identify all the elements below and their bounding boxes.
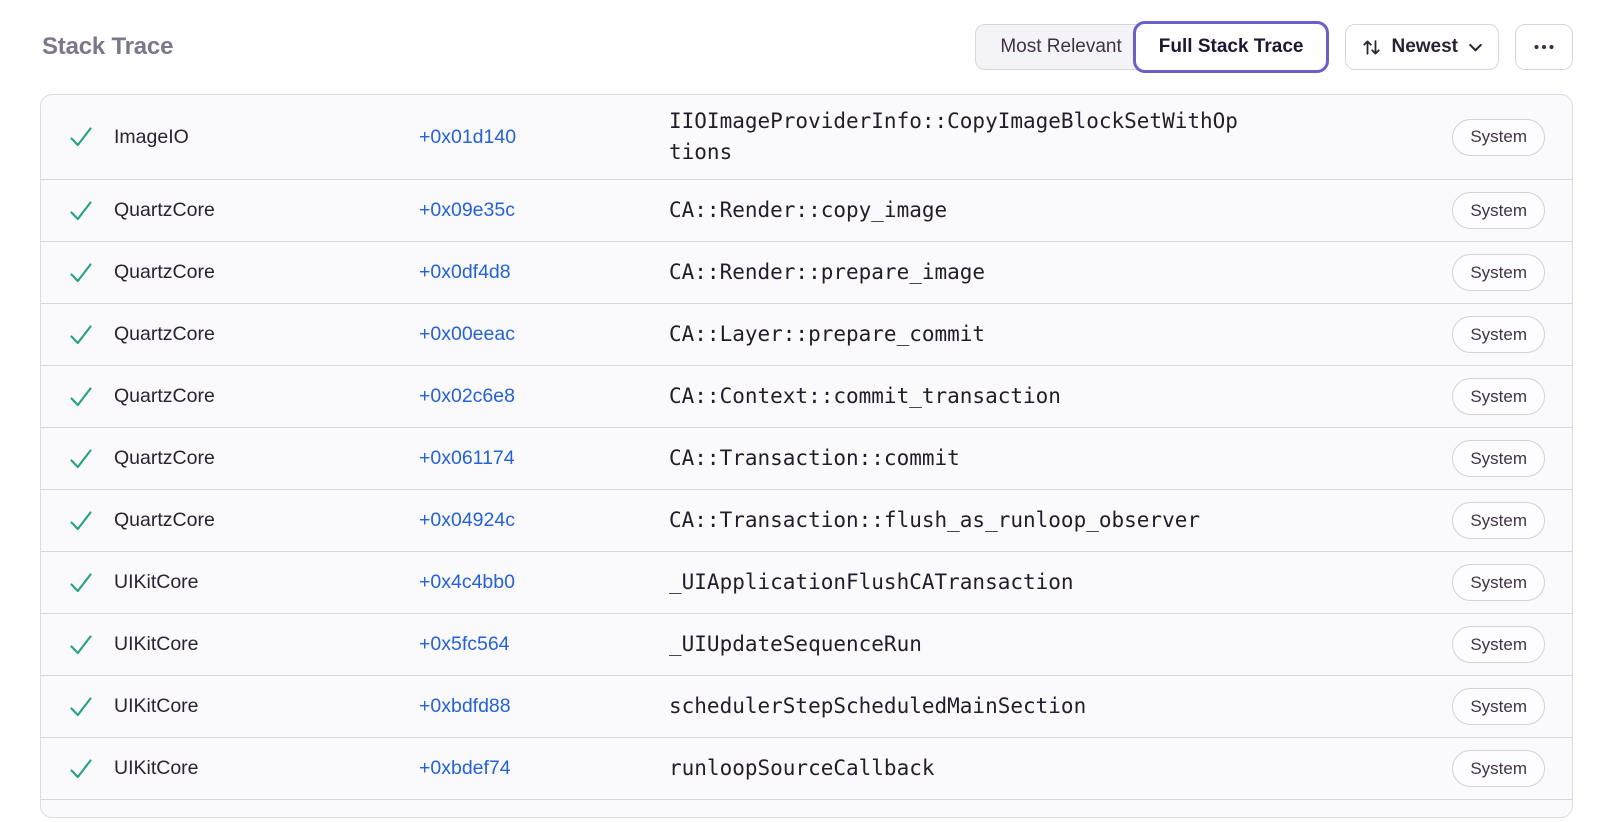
stack-frame-row[interactable]: QuartzCore +0x09e35c CA::Render::copy_im…: [41, 179, 1572, 241]
sort-label: Newest: [1391, 36, 1458, 57]
frame-address-link[interactable]: +0xbdef74: [419, 757, 511, 779]
stack-frame-row[interactable]: QuartzCore +0x061174 CA::Transaction::co…: [41, 427, 1572, 489]
frame-address-link[interactable]: +0x02c6e8: [419, 385, 515, 407]
frame-tag-badge: System: [1452, 688, 1545, 725]
frame-address-link[interactable]: +0x4c4bb0: [419, 571, 515, 593]
page-title: Stack Trace: [42, 33, 174, 60]
frame-module: UIKitCore: [114, 571, 199, 593]
partial-next-row: [41, 799, 1572, 817]
frame-tag-badge: System: [1452, 502, 1545, 539]
frame-rows: ImageIO +0x01d140 IIOImageProviderInfo::…: [41, 95, 1572, 799]
check-icon: [68, 124, 94, 150]
frame-tag-badge: System: [1452, 750, 1545, 787]
frame-tag-badge: System: [1452, 118, 1545, 156]
frame-function: CA::Transaction::commit: [669, 446, 960, 470]
check-icon: [68, 384, 94, 410]
frame-function: CA::Context::commit_transaction: [669, 384, 1061, 408]
frame-module: UIKitCore: [114, 695, 199, 717]
stack-frame-row[interactable]: UIKitCore +0x5fc564 _UIUpdateSequenceRun…: [41, 613, 1572, 675]
frame-module: QuartzCore: [114, 385, 215, 407]
frame-tag-badge: System: [1452, 440, 1545, 477]
stack-frame-row[interactable]: QuartzCore +0x02c6e8 CA::Context::commit…: [41, 365, 1572, 427]
frame-function: CA::Render::copy_image: [669, 198, 948, 222]
chevron-down-icon: [1467, 39, 1484, 56]
toolbar: Stack Trace Most Relevant Full Stack Tra…: [0, 0, 1614, 74]
frame-tag-badge: System: [1452, 316, 1545, 353]
frame-address-link[interactable]: +0x09e35c: [419, 199, 515, 221]
frame-module: QuartzCore: [114, 323, 215, 345]
frame-function: CA::Layer::prepare_commit: [669, 322, 986, 346]
full-stack-trace-button[interactable]: Full Stack Trace: [1132, 21, 1330, 73]
frame-tag-badge: System: [1452, 564, 1545, 601]
frame-function: _UIApplicationFlushCATransaction: [669, 570, 1074, 594]
frame-module: UIKitCore: [114, 633, 199, 655]
frame-module: UIKitCore: [114, 757, 199, 779]
stack-frame-row[interactable]: QuartzCore +0x0df4d8 CA::Render::prepare…: [41, 241, 1572, 303]
check-icon: [68, 632, 94, 658]
stack-frame-row[interactable]: UIKitCore +0x4c4bb0 _UIApplicationFlushC…: [41, 551, 1572, 613]
frame-module: QuartzCore: [114, 509, 215, 531]
more-options-button[interactable]: [1515, 24, 1573, 70]
frame-module: QuartzCore: [114, 261, 215, 283]
frame-address-link[interactable]: +0x061174: [419, 447, 515, 469]
check-icon: [68, 694, 94, 720]
frame-tag-badge: System: [1452, 378, 1545, 415]
frame-function: CA::Render::prepare_image: [669, 260, 986, 284]
frame-tag-badge: System: [1452, 192, 1545, 229]
stack-frame-row[interactable]: QuartzCore +0x04924c CA::Transaction::fl…: [41, 489, 1572, 551]
check-icon: [68, 198, 94, 224]
check-icon: [68, 260, 94, 286]
most-relevant-button[interactable]: Most Relevant: [975, 24, 1145, 70]
sort-button[interactable]: Newest: [1345, 24, 1499, 70]
check-icon: [68, 322, 94, 348]
frame-module: QuartzCore: [114, 447, 215, 469]
frame-tag-badge: System: [1452, 254, 1545, 291]
sort-arrows-icon: [1361, 37, 1382, 58]
stack-frame-row[interactable]: ImageIO +0x01d140 IIOImageProviderInfo::…: [41, 95, 1572, 179]
check-icon: [68, 446, 94, 472]
frame-address-link[interactable]: +0xbdfd88: [419, 695, 511, 717]
frame-address-link[interactable]: +0x5fc564: [419, 633, 510, 655]
stack-frame-row[interactable]: UIKitCore +0xbdef74 runloopSourceCallbac…: [41, 737, 1572, 799]
frame-address-link[interactable]: +0x04924c: [419, 509, 515, 531]
frame-address-link[interactable]: +0x0df4d8: [419, 261, 511, 283]
stack-frame-row[interactable]: UIKitCore +0xbdfd88 schedulerStepSchedul…: [41, 675, 1572, 737]
check-icon: [68, 508, 94, 534]
frame-module: ImageIO: [114, 125, 189, 148]
toolbar-controls: Most Relevant Full Stack Trace Newest: [975, 21, 1573, 73]
frame-tag-badge: System: [1452, 626, 1545, 663]
frame-address-link[interactable]: +0x00eeac: [419, 323, 515, 345]
check-icon: [68, 570, 94, 596]
check-icon: [68, 756, 94, 782]
stack-trace-table: ImageIO +0x01d140 IIOImageProviderInfo::…: [40, 94, 1573, 818]
trace-view-toggle: Most Relevant Full Stack Trace: [975, 21, 1330, 73]
frame-function: IIOImageProviderInfo::CopyImageBlockSetW…: [669, 109, 1238, 164]
frame-module: QuartzCore: [114, 199, 215, 221]
frame-function: CA::Transaction::flush_as_runloop_observ…: [669, 508, 1201, 532]
ellipsis-icon: [1532, 35, 1556, 59]
frame-function: runloopSourceCallback: [669, 756, 935, 780]
frame-function: _UIUpdateSequenceRun: [669, 632, 922, 656]
frame-address-link[interactable]: +0x01d140: [419, 125, 517, 148]
stack-frame-row[interactable]: QuartzCore +0x00eeac CA::Layer::prepare_…: [41, 303, 1572, 365]
frame-function: schedulerStepScheduledMainSection: [669, 694, 1087, 718]
